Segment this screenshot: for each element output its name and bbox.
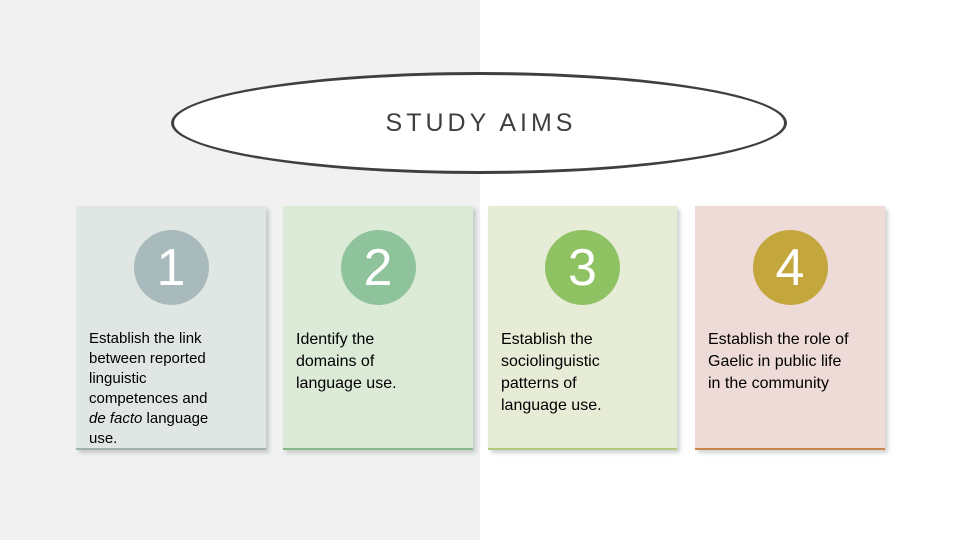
slide-title: STUDY AIMS (385, 108, 577, 137)
aim-text-segment: Establish the role of Gaelic in public l… (708, 331, 849, 392)
aim-card-4: 4 Establish the role of Gaelic in public… (695, 206, 885, 450)
aim-card-1: 1 Establish the link between reported li… (76, 206, 266, 450)
aim-card-2: 2 Identify the domains of language use. (283, 206, 473, 450)
aim-text-3: Establish the sociolinguistic patterns o… (488, 329, 677, 417)
number-circle-4: 4 (752, 230, 828, 305)
aim-number-4: 4 (775, 238, 805, 297)
aim-text-segment: Establish the sociolinguistic patterns o… (501, 331, 602, 414)
aim-number-3: 3 (568, 238, 597, 297)
aim-number-2: 2 (363, 238, 393, 297)
number-circle-2: 2 (340, 230, 416, 305)
title-ellipse: STUDY AIMS (171, 72, 787, 174)
aim-text-2: Identify the domains of language use. (283, 329, 473, 395)
aim-text-segment: language use. (89, 410, 209, 447)
number-circle-3: 3 (545, 230, 620, 305)
aim-text-italic-segment: de facto (89, 410, 143, 427)
aim-text-segment: Establish the link between reported ling… (89, 330, 208, 407)
number-circle-1: 1 (133, 230, 209, 305)
aim-text-4: Establish the role of Gaelic in public l… (695, 329, 885, 395)
aim-text-segment: Identify the domains of language use. (296, 331, 397, 392)
aim-card-3: 3 Establish the sociolinguistic patterns… (488, 206, 677, 450)
aim-number-1: 1 (156, 238, 186, 297)
aim-text-1: Establish the link between reported ling… (76, 329, 266, 449)
